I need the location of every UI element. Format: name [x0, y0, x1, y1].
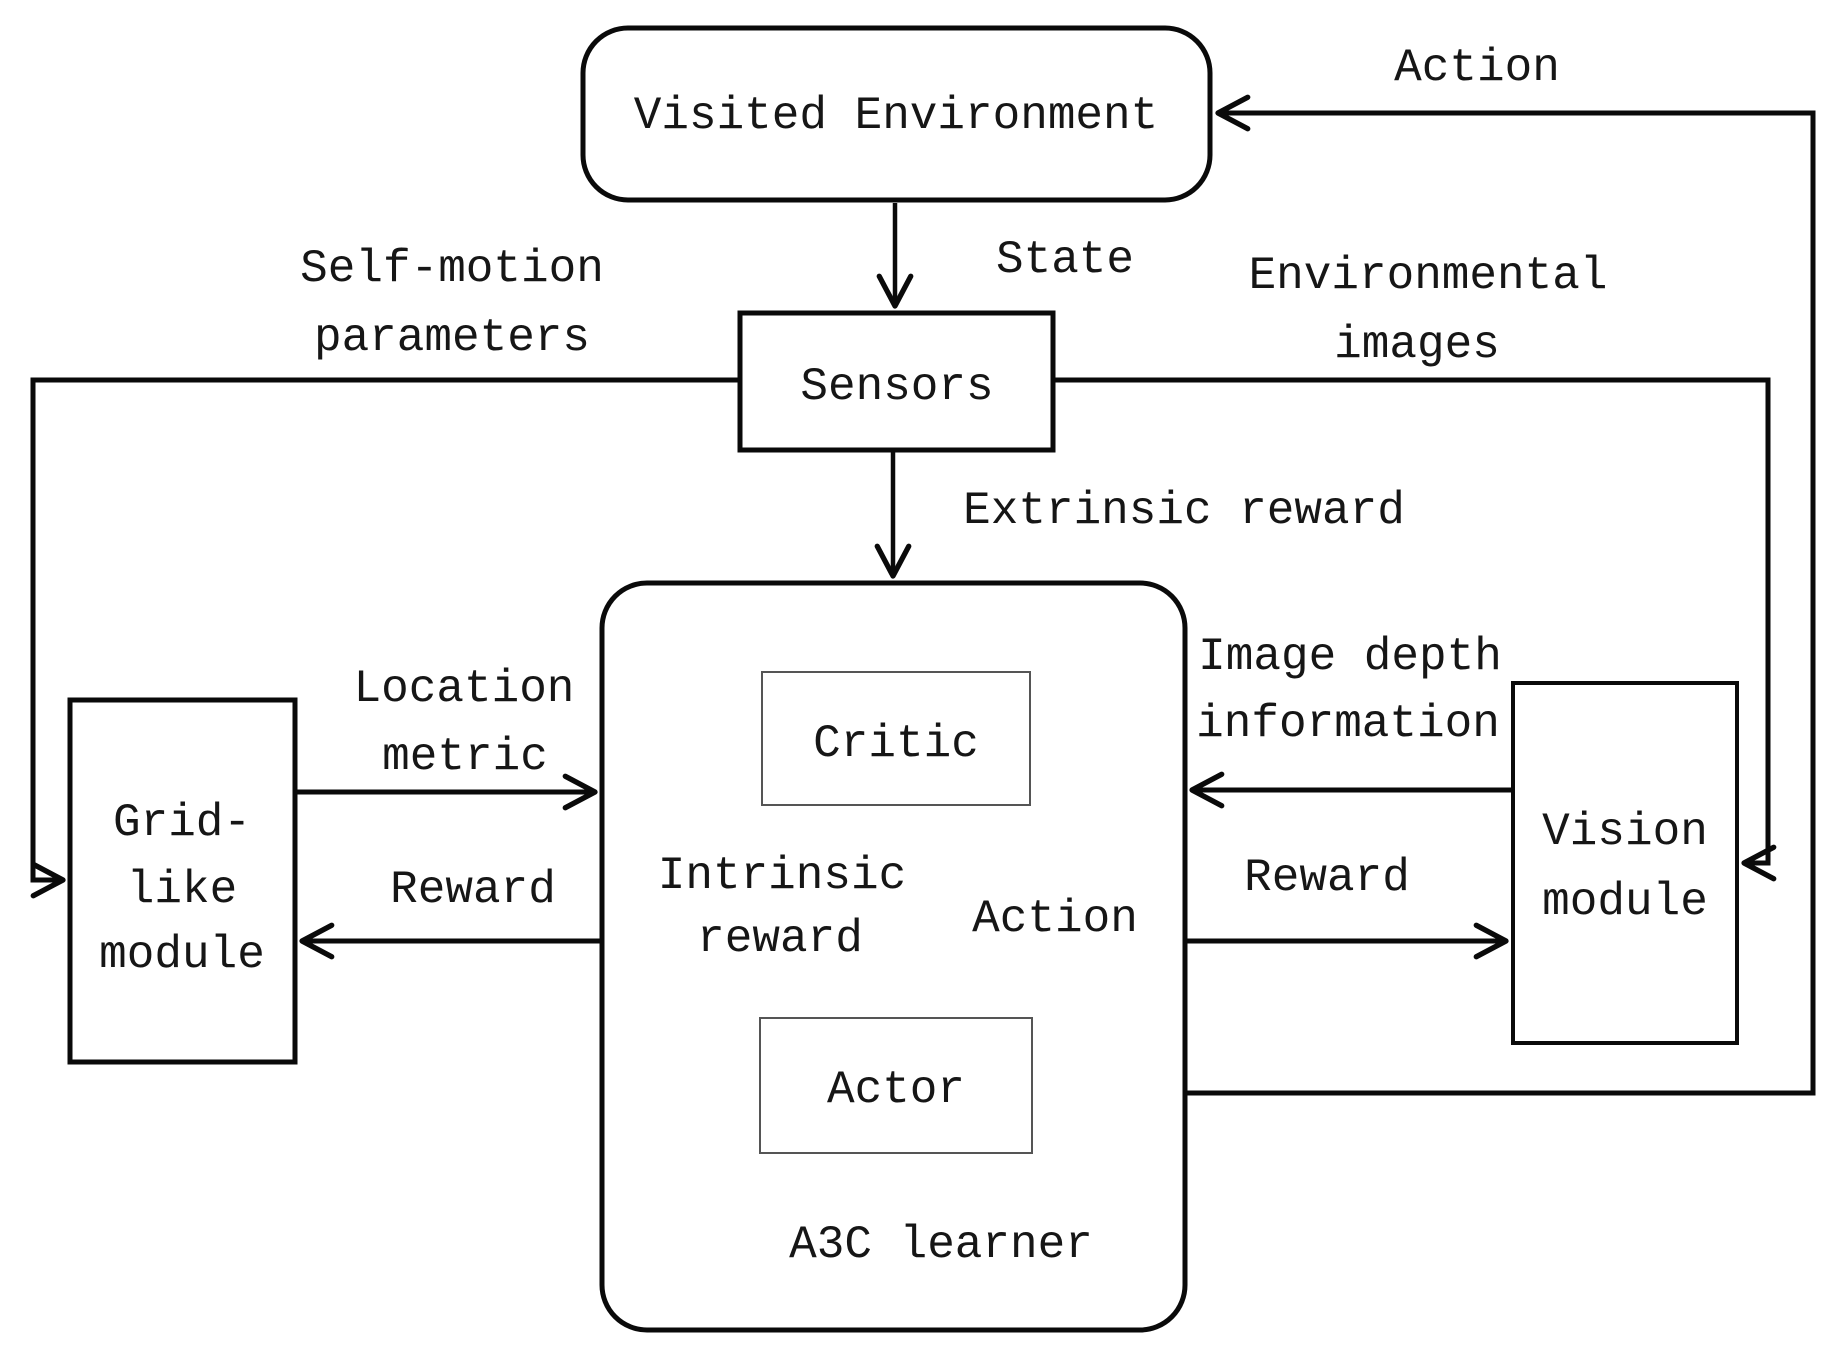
grid-like-module-label-line2: like	[127, 864, 237, 916]
location-metric-label-line1: Location	[354, 663, 575, 715]
vision-module-box	[1511, 681, 1739, 1045]
vision-module-label-line1: Vision	[1542, 806, 1708, 858]
vision-module-label-line2: module	[1542, 876, 1708, 928]
edge-self-motion-parameters	[30, 377, 740, 899]
environmental-images-label-line2: images	[1334, 319, 1500, 371]
extrinsic-reward-label: Extrinsic reward	[963, 485, 1405, 537]
sensors-label: Sensors	[800, 361, 993, 413]
intrinsic-reward-label-line1: Intrinsic	[658, 850, 906, 902]
image-depth-label-line1: Image depth	[1198, 631, 1502, 683]
critic-label: Critic	[813, 718, 979, 770]
edge-environmental-images	[1053, 377, 1777, 882]
self-motion-label-line1: Self-motion	[300, 243, 604, 295]
reward-to-grid-label: Reward	[390, 864, 556, 916]
state-label: State	[996, 234, 1134, 286]
grid-like-module-box	[67, 697, 298, 1065]
location-metric-label-line2: metric	[382, 731, 548, 783]
a3c-learner-label: A3C learner	[789, 1219, 1093, 1271]
grid-like-module-label-line1: Grid-	[113, 797, 251, 849]
self-motion-label-line2: parameters	[314, 312, 590, 364]
action-feedback-label: Action	[1394, 42, 1560, 94]
environmental-images-label-line1: Environmental	[1249, 250, 1608, 302]
actor-box	[759, 1017, 1033, 1154]
reward-to-vision-label: Reward	[1244, 852, 1410, 904]
visited-environment-label: Visited Environment	[634, 90, 1159, 142]
sensors-box	[737, 310, 1056, 453]
image-depth-label-line2: information	[1196, 698, 1500, 750]
critic-box	[761, 671, 1031, 806]
edge-action-feedback	[1185, 94, 1816, 1096]
grid-like-module-label-line3: module	[99, 929, 265, 981]
a3c-learner-box	[599, 580, 1188, 1333]
action-internal-label: Action	[972, 893, 1138, 945]
actor-label: Actor	[827, 1064, 965, 1116]
visited-environment-box	[580, 25, 1213, 203]
intrinsic-reward-label-line2: reward	[697, 913, 863, 965]
